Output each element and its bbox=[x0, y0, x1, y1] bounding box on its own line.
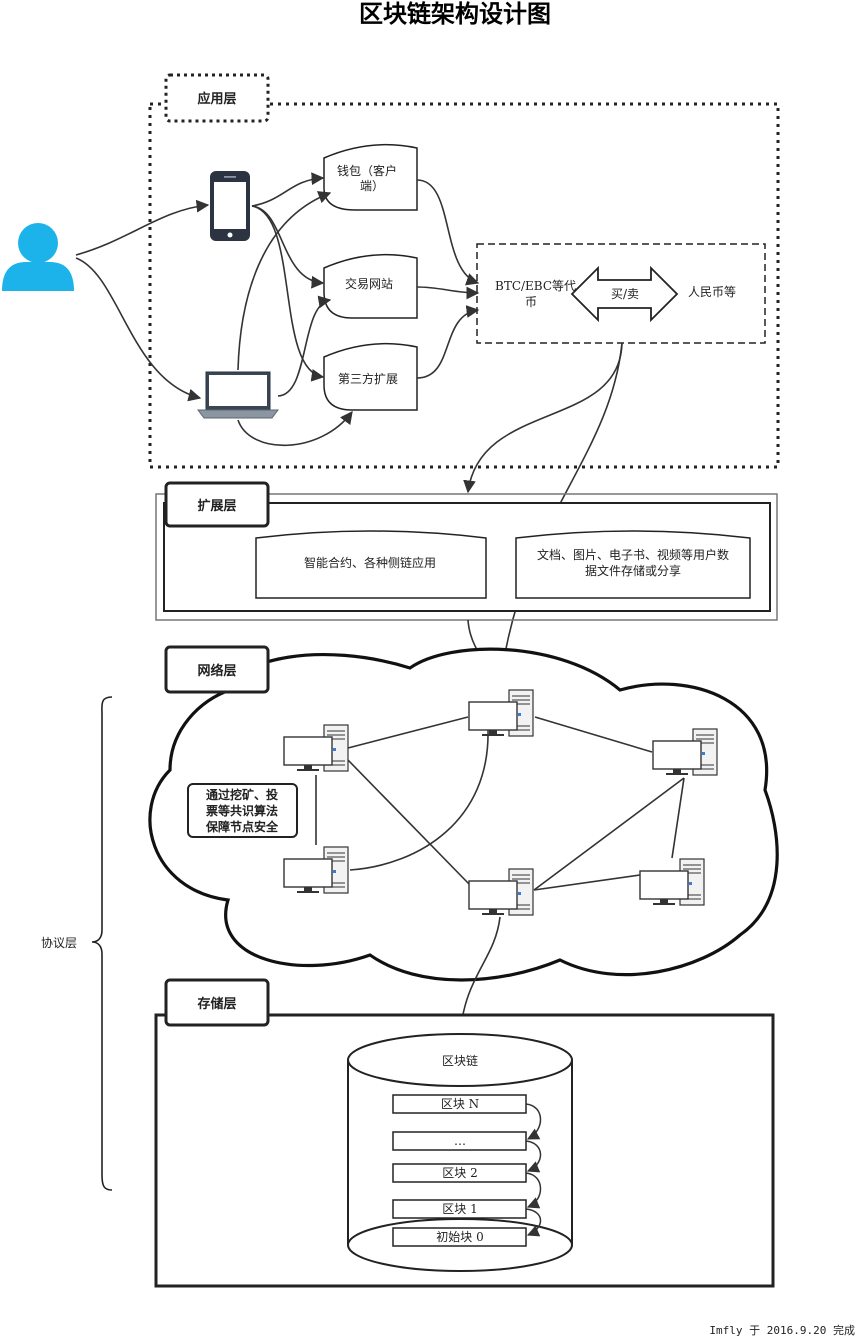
connector-user-phone bbox=[75, 199, 210, 256]
block-link-n bbox=[525, 1103, 542, 1140]
smart-contract-box bbox=[255, 530, 487, 599]
blockchain-label: 区块链 bbox=[442, 1053, 478, 1068]
connector-thirdparty-currency bbox=[416, 305, 480, 379]
trade-double-arrow bbox=[570, 265, 679, 323]
data-storage-label-line2: 据文件存储或分享 bbox=[585, 563, 681, 578]
block-link-ellipsis bbox=[525, 1140, 542, 1173]
data-storage-label-line1: 文档、图片、电子书、视频等用户数 bbox=[537, 547, 729, 562]
currency-box bbox=[476, 243, 766, 344]
extension-layer-label: 扩展层 bbox=[197, 498, 236, 514]
connector-laptop-thirdparty bbox=[237, 410, 353, 447]
application-layer-tab bbox=[164, 73, 270, 123]
consensus-note-line2: 票等共识算法 bbox=[206, 803, 278, 818]
laptop-icon bbox=[197, 371, 279, 419]
storage-layer-tab bbox=[164, 978, 270, 1027]
block-ellipsis-label: … bbox=[454, 1134, 466, 1148]
wallet-label-line1: 钱包（客户 bbox=[337, 163, 397, 178]
block-genesis-label: 初始块 0 bbox=[436, 1230, 483, 1244]
block-n-label: 区块 N bbox=[441, 1097, 479, 1111]
connector-phone-thirdparty bbox=[251, 205, 325, 382]
page-title: 区块链架构设计图 bbox=[359, 0, 551, 28]
connector-exchange-currency bbox=[416, 286, 480, 300]
edge-n1-n2 bbox=[347, 716, 469, 749]
block-genesis bbox=[392, 1227, 527, 1247]
edge-n2-n3 bbox=[534, 716, 653, 753]
edge-n3-n6 bbox=[671, 777, 685, 859]
footer-credit: Imfly 于 2016.9.20 完成 bbox=[709, 1323, 855, 1337]
protocol-layer-label: 协议层 bbox=[41, 935, 77, 950]
network-layer-tab bbox=[164, 645, 270, 694]
block-1-label: 区块 1 bbox=[442, 1202, 477, 1216]
extension-layer-outer bbox=[155, 493, 778, 621]
data-storage-box bbox=[515, 530, 751, 599]
fiat-label: 人民币等 bbox=[688, 285, 736, 299]
extension-layer-tab bbox=[164, 481, 270, 528]
edge-n5-n6 bbox=[533, 874, 641, 891]
storage-layer-label: 存储层 bbox=[197, 996, 236, 1012]
protocol-brace bbox=[91, 696, 113, 1191]
user-icon bbox=[2, 223, 74, 291]
block-2-label: 区块 2 bbox=[442, 1166, 477, 1180]
edge-n1-n5 bbox=[347, 759, 471, 886]
consensus-note-line3: 保障节点安全 bbox=[205, 819, 279, 834]
wallet-label-line2: 端） bbox=[360, 179, 384, 193]
trade-label: 买/卖 bbox=[611, 287, 639, 301]
edge-n2-n4 bbox=[349, 729, 489, 871]
smartphone-icon bbox=[210, 171, 250, 241]
third-party-label: 第三方扩展 bbox=[338, 371, 398, 386]
application-layer-frame bbox=[148, 102, 780, 469]
application-layer-label: 应用层 bbox=[197, 91, 236, 107]
connector-phone-exchange bbox=[251, 205, 325, 289]
connector-user-laptop bbox=[75, 257, 202, 402]
consensus-note bbox=[187, 783, 298, 838]
block-link-1 bbox=[525, 1208, 542, 1237]
connector-laptop-exchange bbox=[277, 295, 332, 397]
edge-n5-n3 bbox=[533, 777, 685, 891]
connector-currency-network bbox=[495, 342, 623, 688]
connector-currency-extension bbox=[463, 342, 623, 494]
consensus-note-line1: 通过挖矿、投 bbox=[206, 787, 278, 802]
connector-laptop-wallet bbox=[237, 191, 332, 371]
exchange-label: 交易网站 bbox=[345, 276, 393, 291]
coins-label-line1: BTC/EBC等代 bbox=[495, 279, 576, 293]
connector-wallet-currency bbox=[416, 179, 480, 286]
connector-phone-wallet bbox=[251, 172, 325, 207]
block-link-2 bbox=[525, 1172, 542, 1209]
smart-contract-label: 智能合约、各种侧链应用 bbox=[304, 555, 436, 570]
network-cloud bbox=[148, 647, 779, 982]
coins-label-line2: 币 bbox=[525, 295, 537, 309]
network-layer-label: 网络层 bbox=[197, 663, 236, 679]
